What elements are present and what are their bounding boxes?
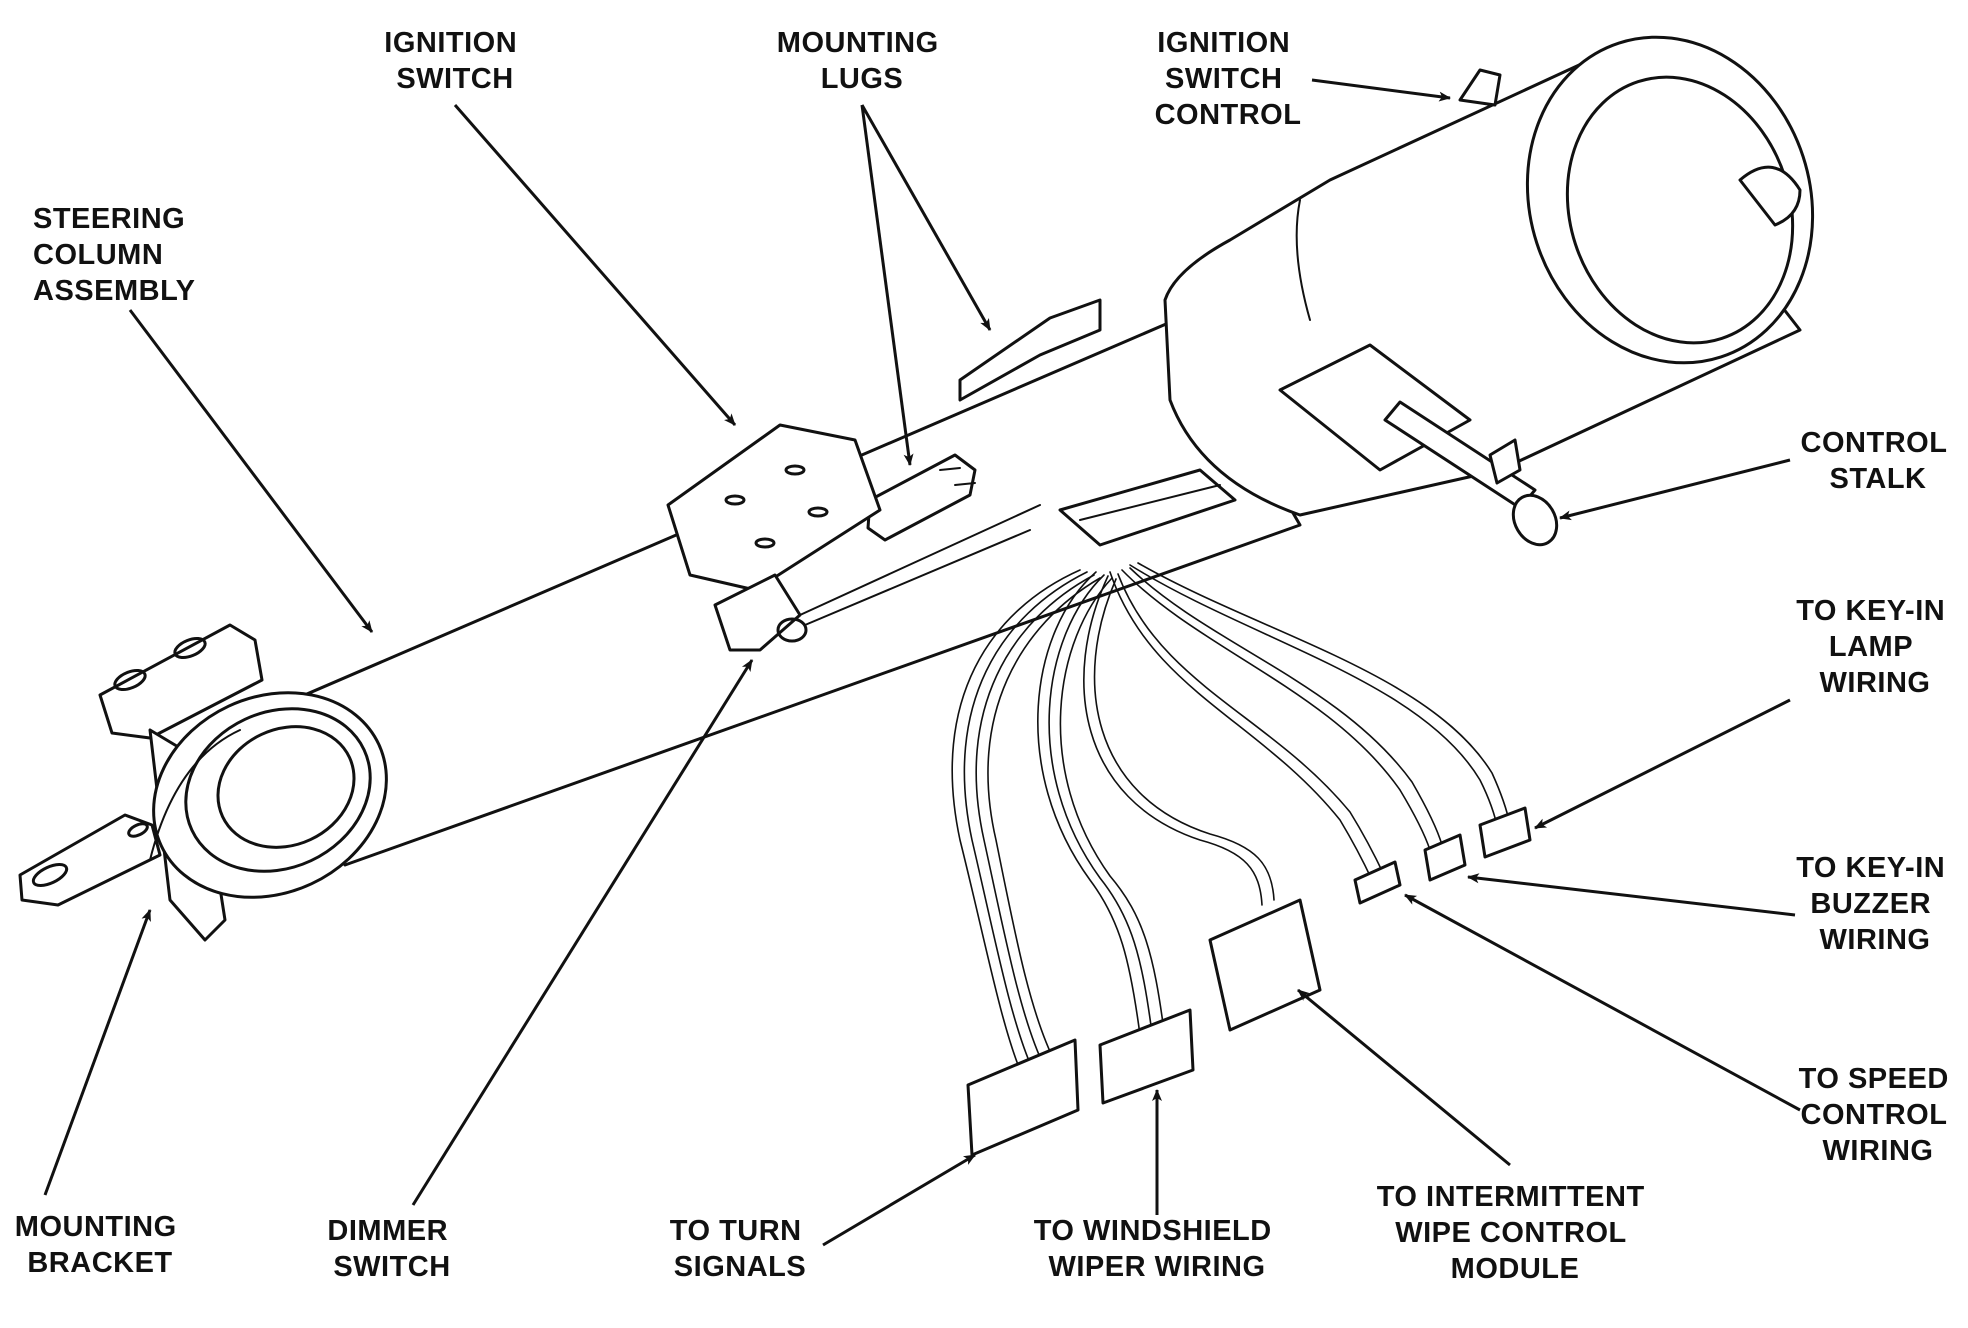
leader-speed-control	[1404, 893, 1801, 1112]
label-speed-control-wiring: TO SPEED CONTROL WIRING	[1799, 1063, 1958, 1167]
buzzer-connector	[1423, 833, 1467, 882]
leader-steering-column	[128, 309, 374, 633]
leader-ignition-switch	[453, 104, 737, 426]
wire-harness	[951, 562, 1511, 1071]
steering-column-illustration	[18, 35, 1815, 1157]
leader-dimmer-switch	[411, 659, 754, 1206]
leader-ignition-switch-control	[1311, 78, 1451, 102]
label-mounting-lugs: MOUNTING LUGS	[777, 27, 947, 95]
leader-turn-signals	[822, 1153, 976, 1247]
label-steering-column-assembly: STEERING COLUMN ASSEMBLY	[33, 203, 195, 307]
label-key-in-lamp-wiring: TO KEY-IN LAMP WIRING	[1796, 595, 1954, 699]
label-mounting-bracket: MOUNTING BRACKET	[15, 1211, 185, 1279]
callout-labels: IGNITION SWITCH MOUNTING LUGS IGNITION S…	[15, 27, 1958, 1285]
label-intermittent-wipe-module: TO INTERMITTENT WIPE CONTROL MODULE	[1377, 1181, 1654, 1285]
connectors	[966, 806, 1532, 1157]
leader-mounting-lugs-b	[860, 104, 992, 331]
label-windshield-wiper-wiring: TO WINDSHIELD WIPER WIRING	[1034, 1215, 1281, 1283]
leader-mounting-bracket	[43, 909, 152, 1196]
mounting-lugs-part	[866, 298, 1102, 542]
wiper-connector	[1098, 1008, 1195, 1105]
leader-lines	[43, 78, 1801, 1247]
lamp-connector	[1478, 806, 1532, 859]
switch-base-plate	[1058, 468, 1237, 547]
label-ignition-switch-control: IGNITION SWITCH CONTROL	[1155, 27, 1302, 131]
label-turn-signals: TO TURN SIGNALS	[670, 1215, 810, 1283]
leader-key-in-lamp	[1534, 698, 1791, 830]
dimmer-switch-part	[713, 504, 1041, 652]
label-ignition-switch: IGNITION SWITCH	[384, 27, 525, 95]
leader-control-stalk	[1559, 458, 1791, 521]
speed-control-connector	[1353, 860, 1402, 905]
control-stalk-part	[1383, 400, 1559, 547]
leader-mounting-lugs-a	[860, 104, 914, 466]
intermittent-wipe-connector	[1208, 898, 1322, 1032]
column-tube-part	[149, 316, 1302, 899]
leader-key-in-buzzer	[1467, 873, 1796, 917]
label-key-in-buzzer-wiring: TO KEY-IN BUZZER WIRING	[1796, 852, 1954, 956]
label-dimmer-switch: DIMMER SWITCH	[327, 1215, 456, 1283]
label-control-stalk: CONTROL STALK	[1801, 427, 1956, 495]
leader-intermittent-wipe	[1297, 988, 1511, 1167]
ignition-switch-part	[666, 423, 882, 592]
turn-signal-connector	[966, 1038, 1080, 1157]
